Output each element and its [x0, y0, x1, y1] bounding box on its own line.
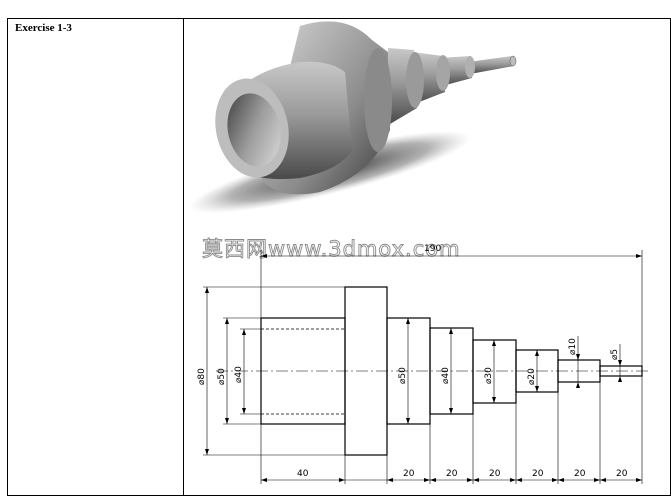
dim-d50-outer: ⌀50 — [217, 368, 227, 385]
dimension-lines — [203, 250, 643, 484]
dim-length-2: 20 — [403, 469, 415, 479]
dim-d40-bore: ⌀40 — [234, 366, 244, 383]
dim-d50-step: ⌀50 — [398, 367, 408, 384]
shaft-3d-render — [189, 21, 517, 214]
dim-length-5: 20 — [532, 469, 544, 479]
dim-length-4: 20 — [489, 469, 501, 479]
dimension-arrows — [205, 254, 642, 482]
dim-d40-step: ⌀40 — [441, 367, 451, 384]
shaft-section-drawing — [216, 286, 650, 456]
dim-length-6: 20 — [574, 469, 586, 479]
label-cell: Exercise 1-3 — [8, 19, 184, 495]
watermark-text: 莫西网www.3dmox.com — [202, 237, 461, 261]
exercise-title: Exercise 1-3 — [15, 22, 72, 34]
dim-d30-step: ⌀30 — [484, 367, 494, 384]
dim-d10-step: ⌀10 — [568, 338, 578, 355]
dim-d5-step: ⌀5 — [610, 349, 620, 360]
dim-length-3: 20 — [446, 469, 458, 479]
dim-overall-length: 190 — [424, 244, 441, 254]
step-d30 — [472, 339, 517, 404]
dim-d80: ⌀80 — [197, 368, 207, 385]
dim-length-7: 20 — [616, 469, 628, 479]
dim-length-1: 40 — [297, 469, 309, 479]
dim-d20-step: ⌀20 — [527, 368, 537, 385]
